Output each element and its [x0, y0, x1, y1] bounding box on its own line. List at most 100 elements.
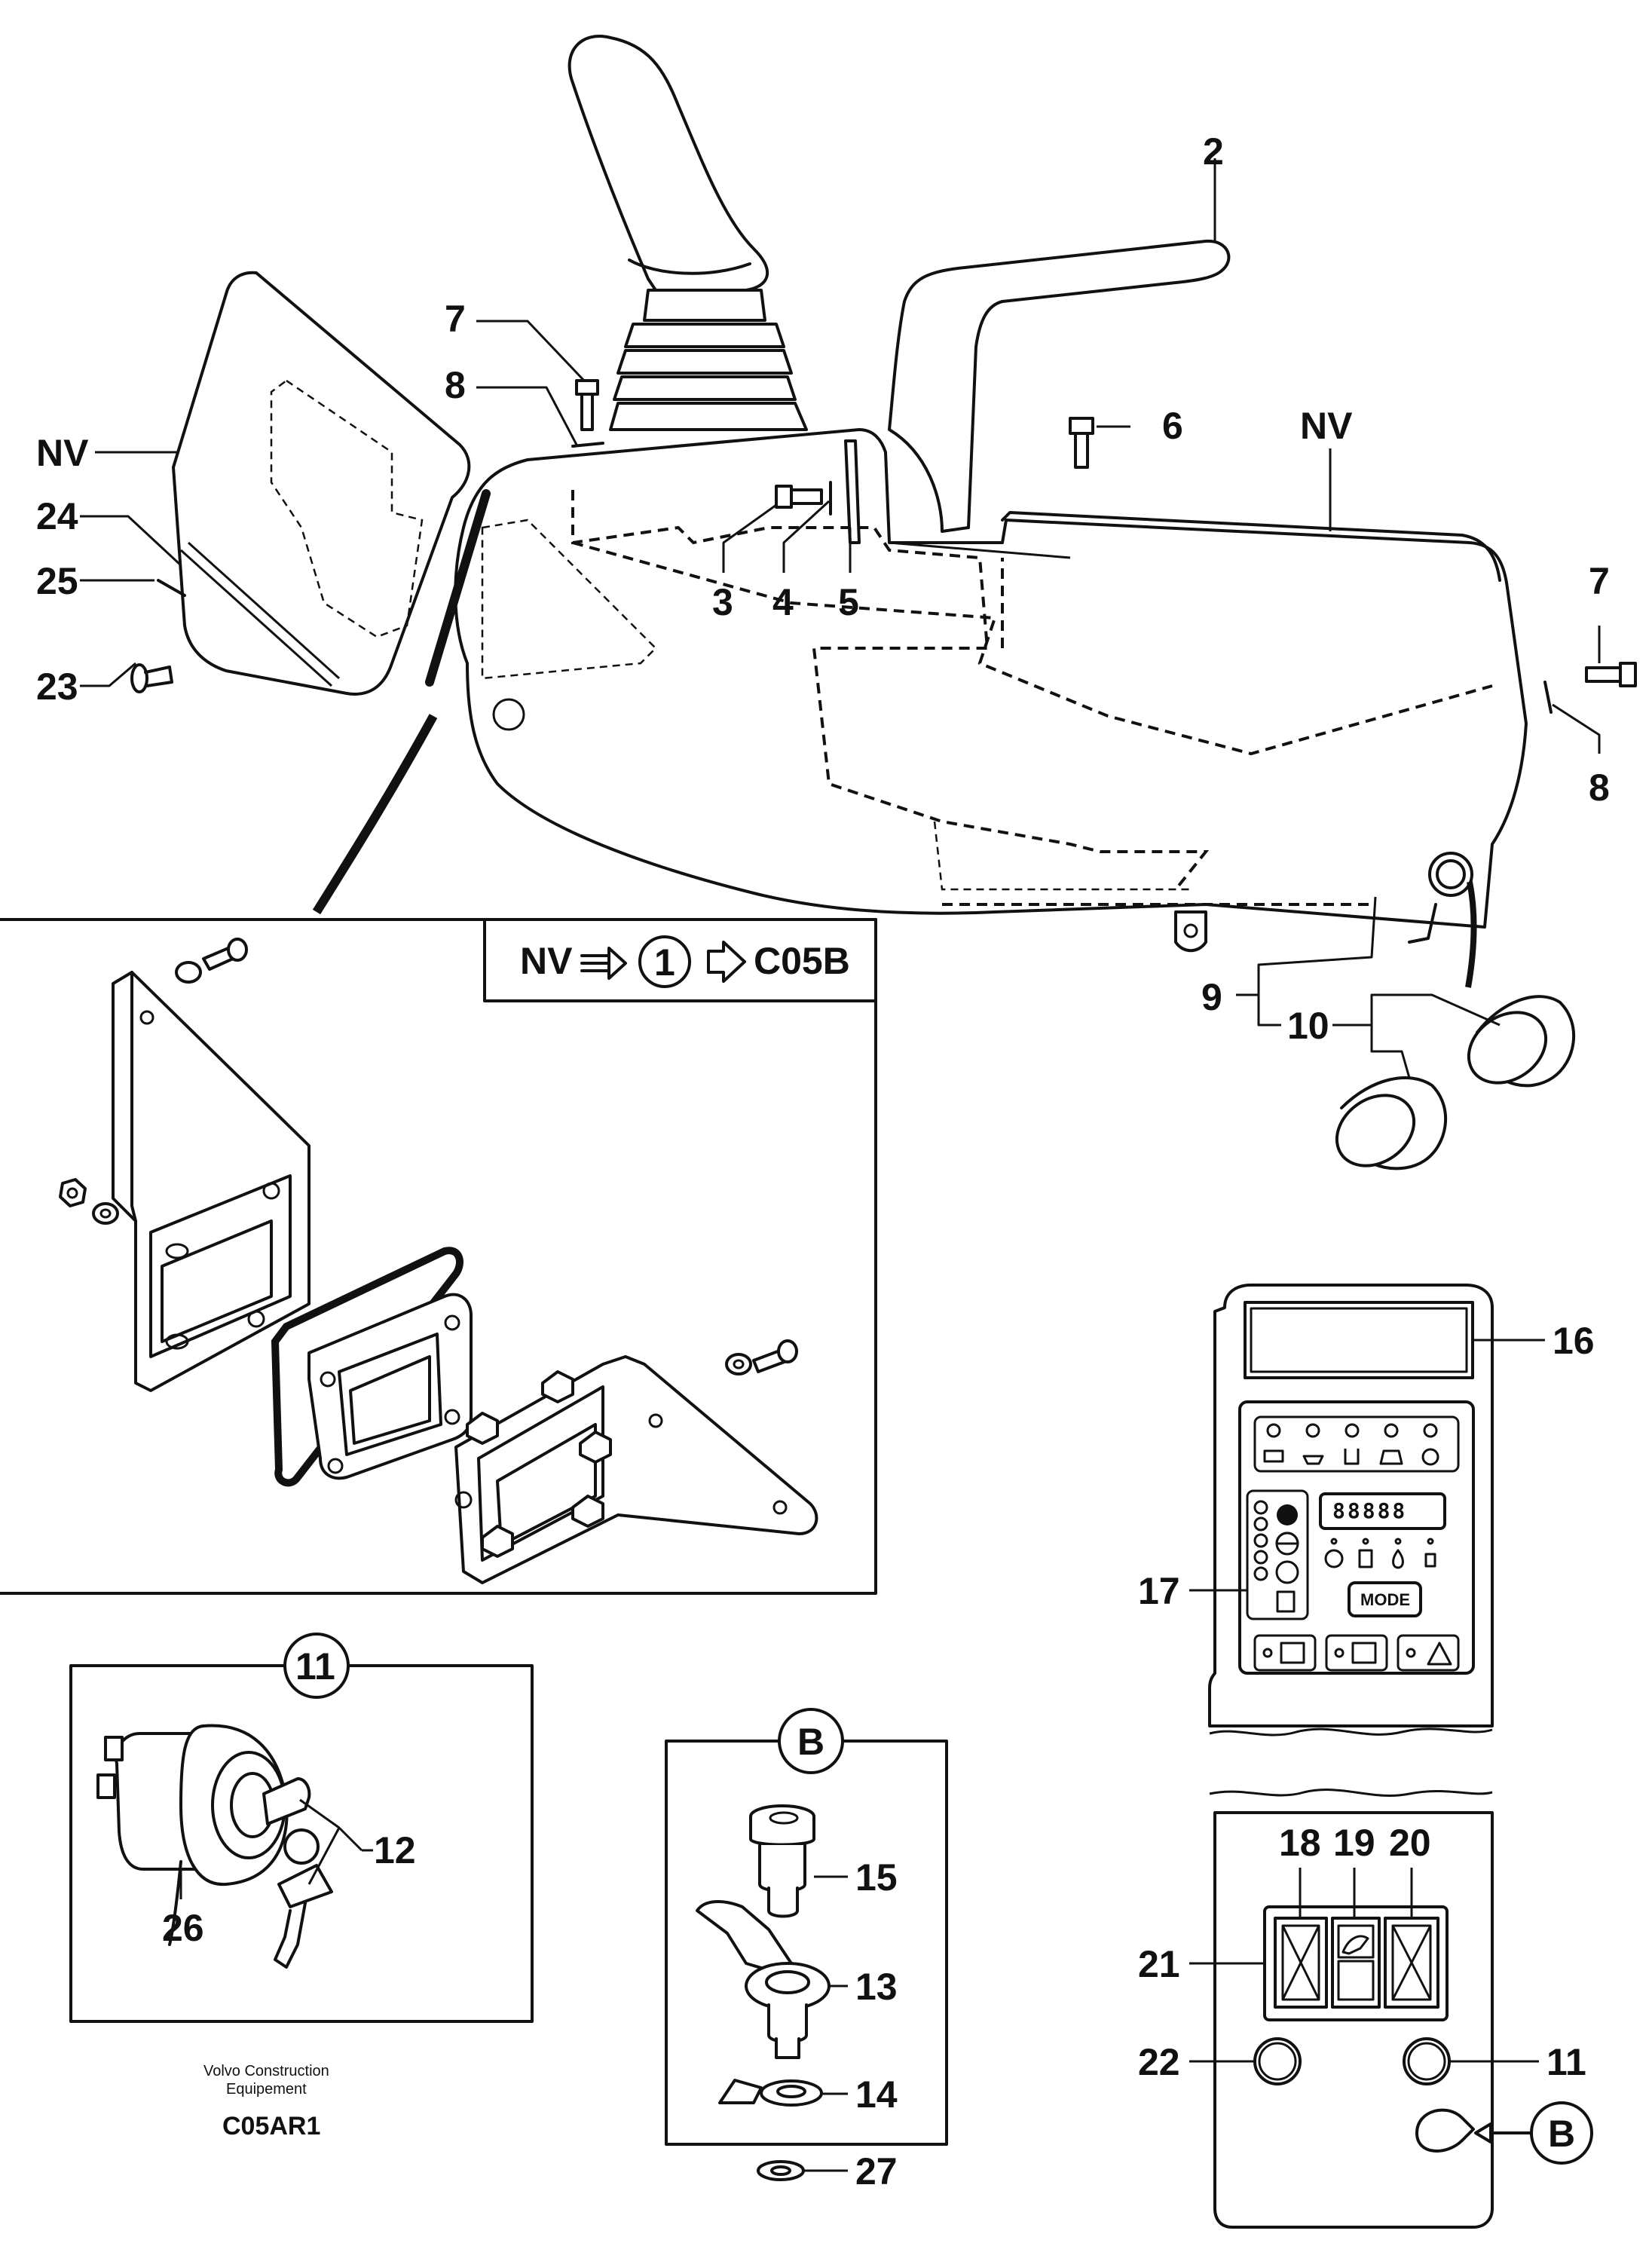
- keyhole-b[interactable]: [1415, 2108, 1475, 2153]
- screw-6: [1069, 417, 1094, 469]
- detail-circle-1: [638, 935, 691, 988]
- fuel-gauge-empty-icon: [1275, 1560, 1299, 1584]
- svg-text:88888: 88888: [1332, 1498, 1407, 1523]
- label-3: 3: [712, 581, 733, 623]
- label-15: 15: [855, 1856, 898, 1899]
- footer-company-2: Equipement: [226, 2081, 307, 2098]
- detail-box-11: 11 12 26: [69, 1633, 534, 2023]
- label-4: 4: [772, 581, 794, 623]
- clock-icon: [1324, 1549, 1344, 1568]
- console-assembly: 2 7 8 6 NV NV 24 25 23 3 4 5 7 8 9 10: [36, 35, 1637, 1170]
- lock-13: [696, 1900, 831, 2059]
- oil-pressure-icon: [1302, 1455, 1324, 1465]
- label-24: 24: [36, 495, 78, 537]
- screw-right: [752, 1339, 798, 1373]
- rabbit-icon: [1341, 1935, 1369, 1955]
- gasket: [271, 1247, 463, 1487]
- hourglass-icon: [1358, 1549, 1373, 1568]
- footer-code: C05AR1: [222, 2112, 320, 2140]
- warning-leds: [1263, 1423, 1439, 1466]
- svg-text:1: 1: [654, 941, 675, 984]
- svg-text:B: B: [797, 1721, 824, 1763]
- mode-button-label: MODE: [1360, 1590, 1410, 1609]
- washer-right: [725, 1353, 752, 1375]
- label-27: 27: [855, 2150, 898, 2193]
- coolant-temp-icon: [1344, 1449, 1360, 1465]
- label-8-top: 8: [445, 364, 466, 406]
- side-cover: [172, 271, 471, 696]
- washer-25: [157, 579, 186, 597]
- frame-plate: [307, 1293, 473, 1480]
- display-mode-icons: [1324, 1538, 1436, 1569]
- studs: [466, 1370, 612, 1558]
- callout-b-panel: [1530, 2101, 1593, 2165]
- screw-7-right: [1585, 662, 1637, 687]
- label-7-right: 7: [1589, 560, 1610, 602]
- bushing-10b: [1335, 1076, 1448, 1170]
- instrument-panel: 88888 MODE: [1138, 1284, 1595, 2229]
- ignition-key: [262, 1777, 333, 1969]
- button-22[interactable]: [1253, 2037, 1302, 2085]
- switch-19[interactable]: [1331, 1917, 1381, 2009]
- console-body: [454, 428, 1528, 929]
- label-8-right: 8: [1589, 767, 1610, 809]
- operator-icon: [1424, 1553, 1436, 1568]
- screw-3: [775, 485, 823, 509]
- filter-icon: [1379, 1449, 1403, 1465]
- label-26: 26: [162, 1907, 204, 1949]
- callout-b: [778, 1708, 844, 1774]
- bucket-icon-2: [1351, 1642, 1377, 1664]
- fuel-pump-icon: [1276, 1590, 1296, 1613]
- nut-left: [59, 1178, 87, 1207]
- drop-icon: [1392, 1549, 1404, 1569]
- label-23: 23: [36, 666, 78, 708]
- detail-box-c05b: NV 1 C05B: [0, 918, 877, 1595]
- label-6: 6: [1162, 405, 1183, 447]
- label-25: 25: [36, 560, 78, 602]
- arrow-icon: [707, 941, 746, 983]
- label-17: 17: [1138, 1570, 1180, 1612]
- detail-nv-label: NV: [520, 940, 573, 982]
- indicator-leds: [1253, 1500, 1299, 1613]
- ignition-switch: [96, 1724, 289, 1946]
- label-22: 22: [1138, 2041, 1180, 2083]
- bracket-5: [844, 439, 861, 544]
- lever-handle: [888, 239, 1231, 533]
- screw-7-top: [575, 379, 599, 431]
- screw-top: [202, 938, 248, 971]
- mode-button[interactable]: [1348, 1581, 1422, 1617]
- label-nv-left: NV: [36, 432, 89, 474]
- label-11-panel: 11: [1546, 2041, 1586, 2083]
- battery-icon: [1263, 1449, 1284, 1463]
- label-7-top: 7: [445, 298, 466, 340]
- panel-button-2[interactable]: [1325, 1634, 1388, 1672]
- label-12: 12: [374, 1829, 416, 1871]
- detail-ref-c05b: C05B: [754, 940, 850, 982]
- button-11[interactable]: [1403, 2037, 1451, 2085]
- washer-8-right: [1543, 681, 1553, 714]
- hidden-frame: [571, 490, 1210, 891]
- label-14: 14: [855, 2073, 898, 2116]
- label-19: 19: [1333, 1822, 1375, 1864]
- detail-curve: [312, 714, 438, 915]
- joystick-grip: [567, 35, 769, 296]
- panel-button-1[interactable]: [1253, 1634, 1317, 1672]
- panel-button-3[interactable]: [1397, 1634, 1460, 1672]
- label-21: 21: [1138, 1943, 1180, 1985]
- joystick-boot: [609, 289, 808, 431]
- label-5: 5: [838, 581, 859, 623]
- callout-11: [283, 1633, 350, 1699]
- cap-15: [749, 1804, 815, 1918]
- bushing-10a: [1467, 995, 1576, 1088]
- footer-company-1: Volvo Construction: [203, 2063, 329, 2079]
- washer-top: [175, 961, 202, 984]
- label-20: 20: [1389, 1822, 1431, 1864]
- hydraulic-temp-icon: [1421, 1448, 1439, 1466]
- fuel-gauge-full-icon: [1277, 1504, 1298, 1525]
- washer-left: [92, 1202, 119, 1225]
- label-2: 2: [1203, 130, 1224, 173]
- left-bracket: [112, 971, 311, 1392]
- washer-8-top: [571, 442, 604, 448]
- right-bracket: [454, 1355, 818, 1584]
